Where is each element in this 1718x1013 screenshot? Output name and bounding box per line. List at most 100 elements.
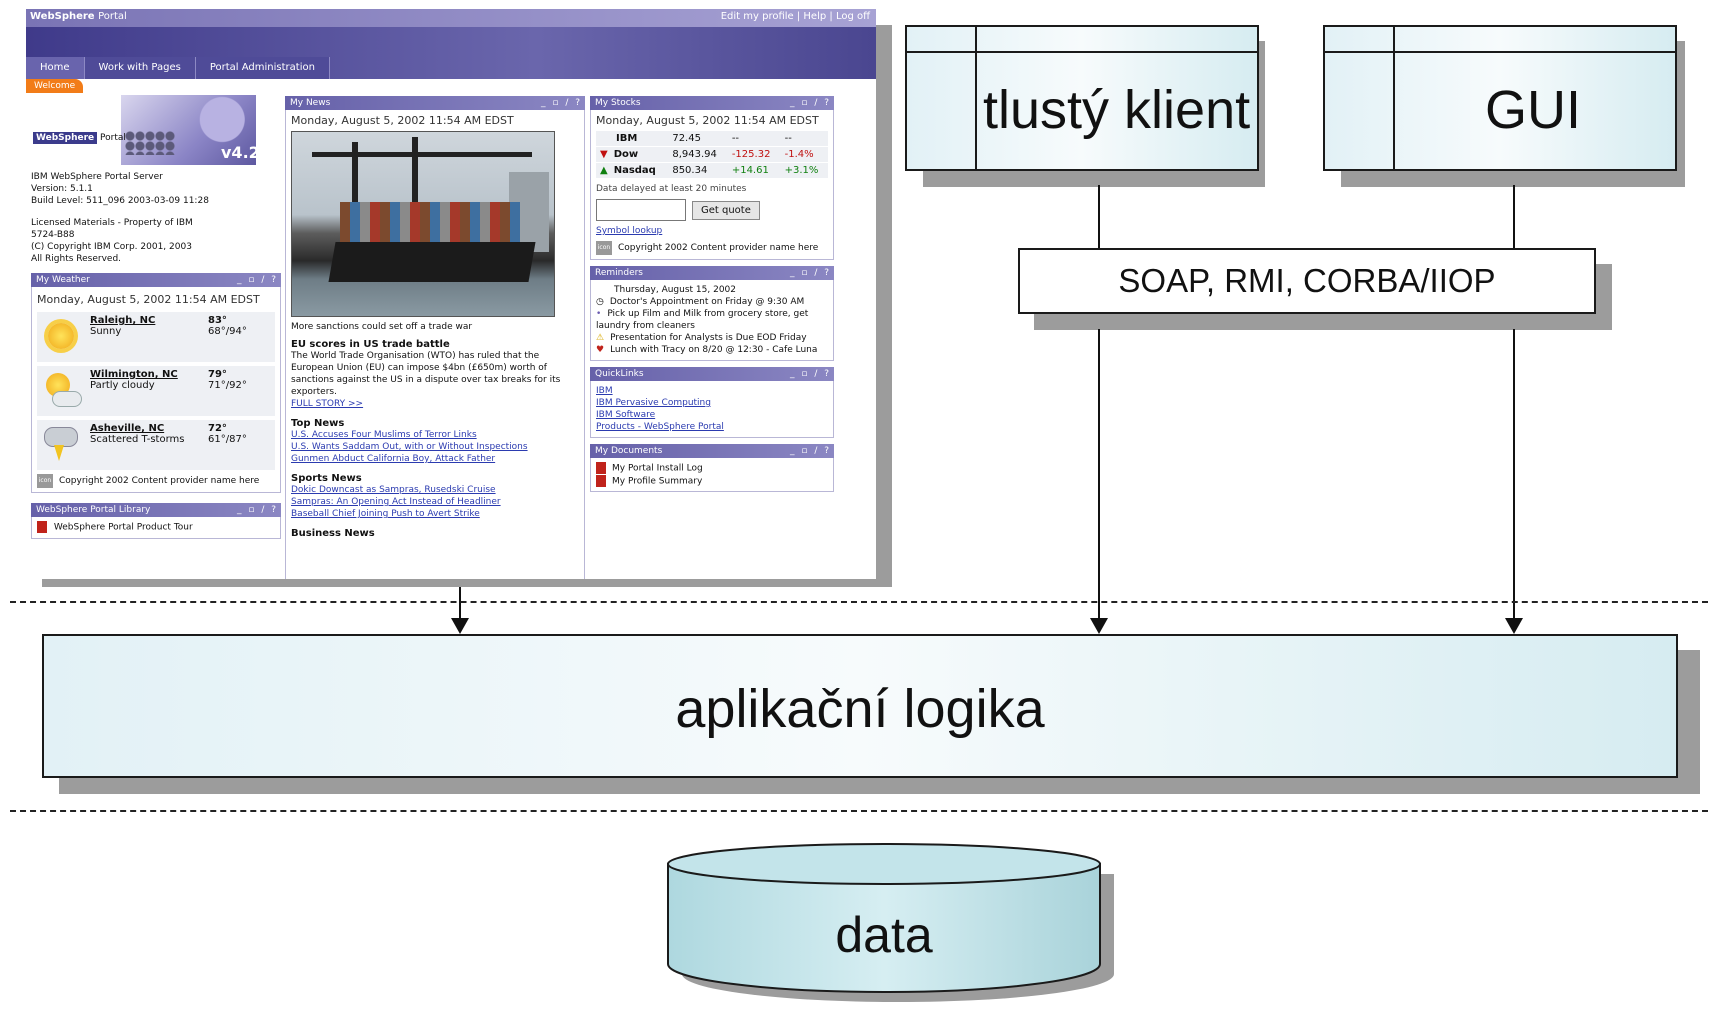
connector-line [1098, 329, 1100, 620]
portlet-controls-icon[interactable]: _ ▫ / ? [790, 369, 831, 379]
portal-topbar: WebSphere Portal Edit my profile | Help … [26, 9, 876, 27]
news-link[interactable]: Baseball Chief Joining Push to Avert Str… [291, 509, 480, 519]
arrow-head-icon [451, 618, 469, 634]
quicklink[interactable]: Products - WebSphere Portal [596, 422, 724, 432]
tier-separator [10, 601, 1708, 603]
websphere-logo: v4.2 WebSphere Portal [31, 95, 281, 167]
weather-city-link[interactable]: Wilmington, NC [90, 369, 178, 380]
quicklink[interactable]: IBM Software [596, 410, 656, 420]
thick-client-label: tlustý klient [983, 80, 1251, 140]
quicklink[interactable]: IBM Pervasive Computing [596, 398, 711, 408]
quicklink[interactable]: IBM [596, 386, 613, 396]
connector-line [459, 587, 461, 620]
sun-icon [40, 315, 80, 359]
weather-date: Monday, August 5, 2002 11:54 AM EDST [37, 293, 260, 306]
warning-icon: ⚠ [596, 333, 605, 343]
weather-city-link[interactable]: Raleigh, NC [90, 315, 156, 326]
list-item[interactable]: My Portal Install Log [596, 462, 828, 475]
documents-portlet-body: My Portal Install Log My Profile Summary [590, 458, 834, 492]
library-portlet-header: WebSphere Portal Library_ ▫ / ? [31, 503, 281, 517]
window-frame-line [975, 27, 977, 169]
news-caption: More sanctions could set off a trade war [291, 322, 473, 332]
portlet-controls-icon[interactable]: _ ▫ / ? [237, 505, 278, 515]
pdf-icon [596, 462, 606, 474]
news-column: My News_ ▫ / ? Monday, August 5, 2002 11… [285, 96, 585, 579]
window-frame-line [907, 27, 1257, 53]
news-link[interactable]: Dokic Downcast as Sampras, Rusedski Crui… [291, 485, 496, 495]
news-body: The World Trade Organisation (WTO) has r… [291, 351, 561, 397]
connector-line [1513, 329, 1515, 620]
up-arrow-icon: ▲ [600, 165, 608, 176]
stocks-portlet-header: My Stocks_ ▫ / ? [590, 96, 834, 110]
weather-portlet-body: Monday, August 5, 2002 11:54 AM EDST Ral… [31, 287, 281, 493]
portal-top-links[interactable]: Edit my profile | Help | Log off [720, 11, 870, 22]
stocks-date: Monday, August 5, 2002 11:54 AM EDST [596, 114, 819, 127]
reminders-portlet-body: Thursday, August 15, 2002 ◷Doctor's Appo… [590, 280, 834, 361]
pdf-icon [596, 474, 606, 487]
connector-line [1098, 185, 1100, 248]
data-cylinder [667, 843, 1114, 1002]
weather-city-link[interactable]: Asheville, NC [90, 423, 165, 434]
list-item: ⚠Presentation for Analysts is Due EOD Fr… [596, 333, 807, 343]
heart-icon: ♥ [596, 345, 605, 355]
window-frame-line [1393, 27, 1395, 169]
full-story-link[interactable]: FULL STORY >> [291, 399, 364, 409]
quicklinks-portlet-body: IBM IBM Pervasive Computing IBM Software… [590, 381, 834, 438]
protocol-label: SOAP, RMI, CORBA/IIOP [1118, 262, 1496, 299]
news-link[interactable]: U.S. Wants Saddam Out, with or Without I… [291, 442, 528, 452]
provider-icon: icon [37, 474, 53, 488]
news-link[interactable]: U.S. Accuses Four Muslims of Terror Link… [291, 430, 477, 440]
app-logic-label: aplikační logika [675, 679, 1045, 739]
get-quote-button[interactable]: Get quote [692, 200, 760, 220]
list-item: ♥Lunch with Tracy on 8/20 @ 12:30 - Cafe… [596, 345, 818, 355]
app-logic-box: aplikační logika [42, 634, 1678, 778]
news-link[interactable]: Gunmen Abduct California Boy, Attack Fat… [291, 454, 496, 464]
gui-box: GUI [1323, 25, 1677, 171]
documents-portlet-header: My Documents_ ▫ / ? [590, 444, 834, 458]
library-portlet-body: WebSphere Portal Product Tour [31, 517, 281, 539]
portlet-controls-icon[interactable]: _ ▫ / ? [790, 446, 831, 456]
portal-tabs: Home Work with Pages Portal Administrati… [26, 57, 330, 79]
welcome-tab[interactable]: Welcome [26, 79, 84, 93]
list-item: •Pick up Film and Milk from grocery stor… [596, 309, 809, 331]
data-label: data [835, 907, 933, 963]
news-date: Monday, August 5, 2002 11:54 AM EDST [291, 114, 514, 127]
clock-icon: ◷ [596, 297, 604, 307]
list-item: ◷Doctor's Appointment on Friday @ 9:30 A… [596, 297, 805, 307]
version-badge: v4.2 [221, 143, 260, 162]
thunderstorm-icon [40, 423, 80, 467]
container-ship-photo [291, 131, 555, 317]
tab-work-with-pages[interactable]: Work with Pages [84, 57, 196, 79]
arrow-head-icon [1090, 618, 1108, 634]
symbol-lookup-link[interactable]: Symbol lookup [596, 226, 663, 236]
library-portlet: WebSphere Portal Library_ ▫ / ? WebSpher… [31, 503, 281, 539]
stocks-portlet-body: Monday, August 5, 2002 11:54 AM EDST IBM… [590, 110, 834, 260]
gui-label: GUI [1485, 80, 1582, 140]
reminders-date: Thursday, August 15, 2002 [614, 285, 737, 295]
left-column: v4.2 WebSphere Portal IBM WebSphere Port… [31, 95, 281, 539]
down-arrow-icon: ▼ [600, 149, 608, 160]
news-link[interactable]: Sampras: An Opening Act Instead of Headl… [291, 497, 501, 507]
window-frame-line [1325, 27, 1675, 53]
portlet-controls-icon[interactable]: _ ▫ / ? [790, 268, 831, 278]
stock-symbol-input[interactable] [596, 199, 686, 221]
portal-brand: WebSphere Portal [30, 11, 127, 22]
portlet-controls-icon[interactable]: _ ▫ / ? [541, 98, 582, 108]
tab-portal-administration[interactable]: Portal Administration [195, 57, 330, 79]
tab-home[interactable]: Home [26, 57, 85, 79]
portlet-controls-icon[interactable]: _ ▫ / ? [237, 275, 278, 285]
portlet-controls-icon[interactable]: _ ▫ / ? [790, 98, 831, 108]
library-item[interactable]: WebSphere Portal Product Tour [53, 522, 193, 533]
bullet-icon: • [596, 309, 602, 319]
stocks-copyright: icon Copyright 2002 Content provider nam… [596, 241, 819, 255]
connector-line [1513, 185, 1515, 248]
list-item[interactable]: My Profile Summary [596, 474, 828, 488]
right-column: My Stocks_ ▫ / ? Monday, August 5, 2002 … [590, 96, 834, 492]
